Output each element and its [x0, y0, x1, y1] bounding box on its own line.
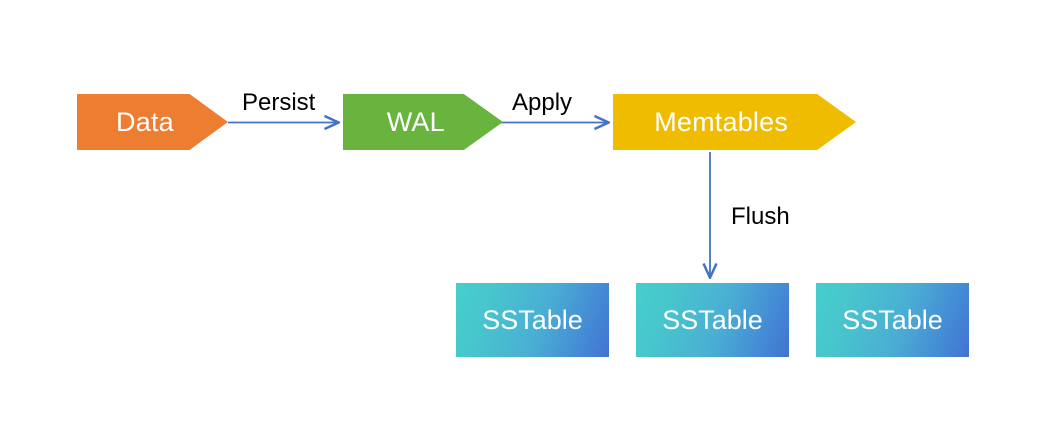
node-data[interactable]: Data: [77, 94, 228, 150]
connector-label-persist: Persist: [242, 89, 316, 116]
node-sstable-2[interactable]: SSTable: [636, 283, 789, 357]
node-wal[interactable]: WAL: [343, 94, 503, 150]
node-memtables[interactable]: Memtables: [613, 94, 856, 150]
node-sstable-1[interactable]: SSTable: [456, 283, 609, 357]
connector-label-apply: Apply: [512, 89, 573, 116]
node-sstable-2-label: SSTable: [662, 304, 763, 335]
node-data-label: Data: [116, 106, 174, 137]
node-sstable-1-label: SSTable: [482, 304, 583, 335]
node-sstable-3-label: SSTable: [842, 304, 943, 335]
node-sstable-3[interactable]: SSTable: [816, 283, 969, 357]
node-wal-label: WAL: [386, 106, 445, 137]
connector-label-flush: Flush: [731, 203, 790, 230]
node-memtables-label: Memtables: [654, 106, 789, 137]
